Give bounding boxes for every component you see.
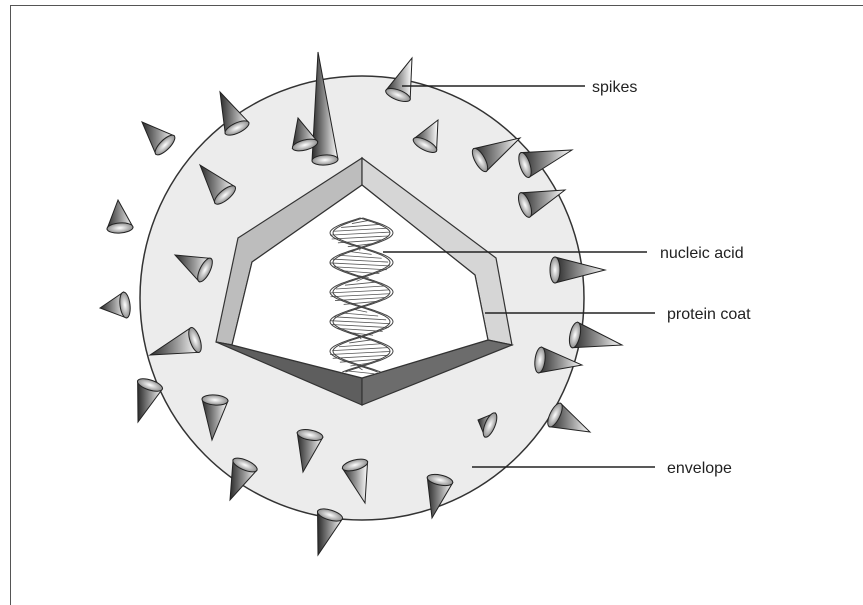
envelope-label: envelope — [667, 460, 732, 477]
spike-base — [550, 257, 560, 283]
protein-coat-label: protein coat — [667, 306, 751, 323]
nucleic-acid-label: nucleic acid — [660, 245, 744, 262]
spikes-label: spikes — [592, 79, 637, 96]
